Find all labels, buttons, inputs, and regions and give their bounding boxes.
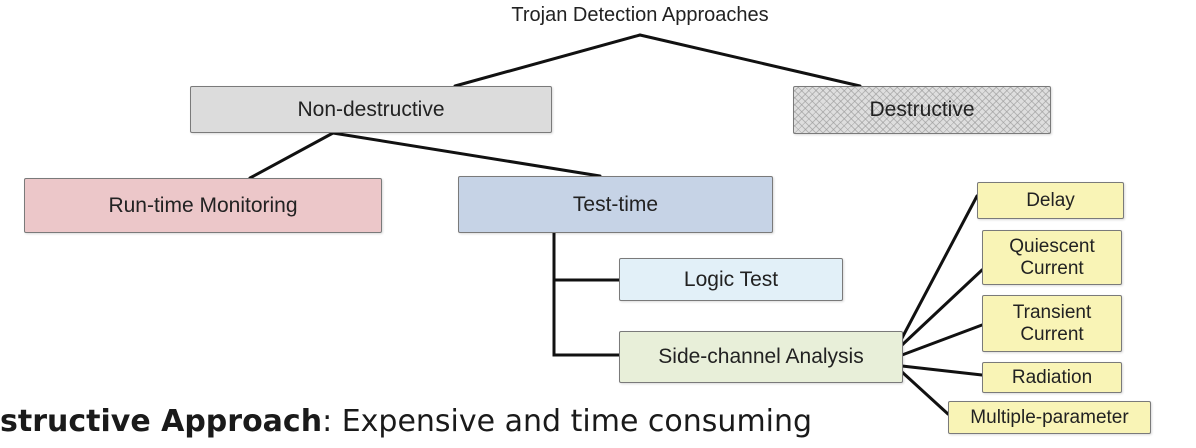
caption-bold: structive Approach [0, 404, 323, 439]
delay-node: Delay [977, 182, 1124, 219]
edge-nondestructive-runtime [248, 131, 335, 180]
edge-sidechannel-radiation [900, 364, 984, 377]
edge-testtime-sidechannel [552, 278, 621, 357]
logic-test-node: Logic Test [619, 258, 843, 301]
transient-current-label-line2: Current [1020, 323, 1084, 345]
test-time-node: Test-time [458, 176, 773, 233]
edge-nondestructive-testtime [331, 131, 602, 178]
edge-sidechannel-transient [900, 323, 984, 357]
edge-root-nondestructive [453, 33, 642, 88]
root-node-label: Trojan Detection Approaches [511, 4, 769, 26]
edge-sidechannel-delay [900, 194, 979, 340]
caption-text: structive Approach: Expensive and time c… [0, 404, 812, 439]
radiation-node: Radiation [982, 362, 1122, 393]
quiescent-current-label-line2: Current [1020, 257, 1084, 279]
multiple-parameter-node: Multiple-parameter [948, 401, 1151, 434]
edge-testtime-logictest [552, 231, 621, 282]
side-channel-analysis-node: Side-channel Analysis [619, 331, 903, 383]
caption-rest: : Expensive and time consuming [322, 404, 813, 439]
edge-root-destructive [638, 33, 862, 88]
destructive-node: Destructive [793, 86, 1051, 134]
edge-sidechannel-quiescent [900, 268, 984, 347]
non-destructive-node: Non-destructive [190, 86, 552, 133]
quiescent-current-node: Quiescent Current [982, 230, 1122, 285]
quiescent-current-label-line1: Quiescent [1009, 236, 1095, 258]
edge-sidechannel-multiple [900, 370, 950, 416]
transient-current-node: Transient Current [982, 295, 1122, 352]
run-time-monitoring-node: Run-time Monitoring [24, 178, 382, 233]
transient-current-label-line1: Transient [1012, 302, 1092, 324]
